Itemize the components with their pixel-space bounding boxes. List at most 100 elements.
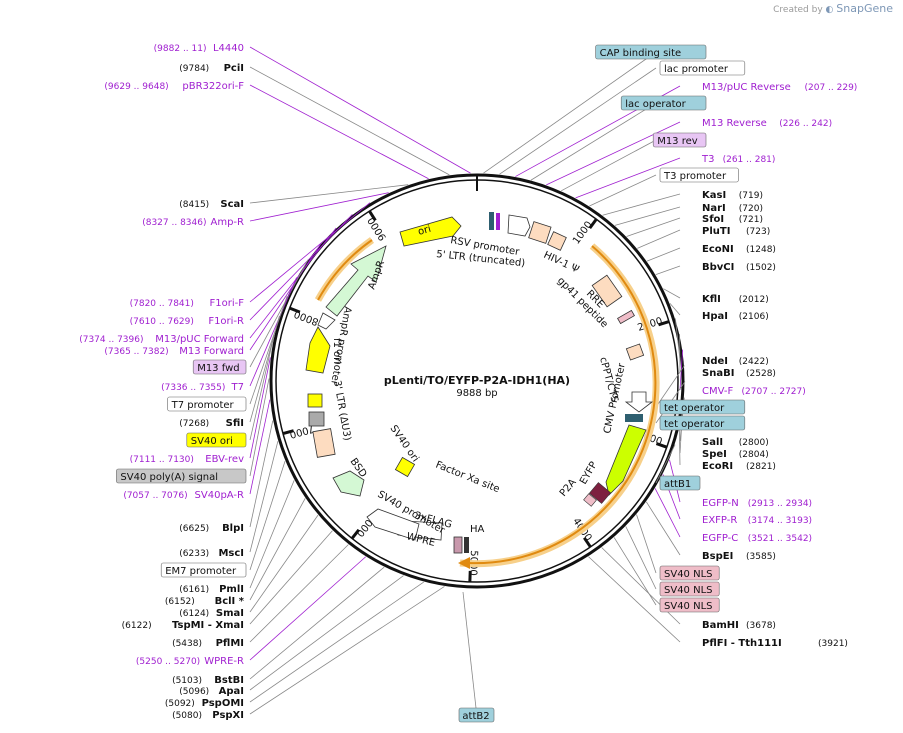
enzyme-name[interactable]: EcoNI [702, 244, 734, 255]
sv40-promoter-feature[interactable] [366, 508, 420, 541]
enzyme-name[interactable]: PflFI - Tth111I [702, 638, 782, 649]
enzyme-name[interactable]: ApaI [219, 686, 244, 697]
enzyme-name[interactable]: BlpI [222, 523, 244, 534]
feature-tag-box[interactable] [659, 167, 739, 183]
3xflag-feature[interactable] [453, 536, 463, 554]
feature-tag-box[interactable] [116, 468, 247, 484]
feature-tag-box[interactable] [659, 597, 720, 613]
enzyme-name[interactable]: NdeI [702, 356, 728, 367]
site-position: (2012) [739, 295, 769, 305]
enzyme-name[interactable]: PciI [224, 63, 244, 74]
enzyme-name[interactable]: PflMI [216, 638, 244, 649]
enzyme-name[interactable]: BbvCI [702, 262, 734, 273]
enzyme-name[interactable]: SmaI [216, 608, 244, 619]
primer-name[interactable]: EBV-rev [205, 454, 244, 465]
3-ltr-feature[interactable] [312, 428, 336, 458]
feature-tag-box[interactable] [659, 581, 720, 597]
5-ltr-feature[interactable] [528, 221, 552, 244]
enzyme-name[interactable]: NarI [702, 203, 726, 214]
enzyme-name[interactable]: HpaI [702, 311, 728, 322]
feature-tag-box[interactable] [186, 432, 247, 448]
feature-tag-box[interactable] [192, 359, 247, 375]
primer-name[interactable]: T7 [231, 382, 244, 393]
p2a-feature[interactable] [588, 482, 612, 504]
enzyme-name[interactable]: BclI * [215, 596, 245, 607]
leader-line [249, 357, 271, 459]
enzyme-name[interactable]: BamHI [702, 620, 739, 631]
feature-tag-box[interactable] [652, 132, 707, 148]
eyfp-feature[interactable] [605, 424, 647, 496]
primer-name[interactable]: T3 [701, 154, 714, 165]
bsd-feature[interactable] [332, 470, 365, 497]
primer-name[interactable]: L4440 [213, 43, 244, 54]
site-position: (7336 .. 7355) [161, 383, 225, 393]
primer-name[interactable]: M13 Forward [179, 346, 244, 357]
rre-feature[interactable] [591, 274, 623, 308]
enzyme-name[interactable]: BstBI [214, 675, 244, 686]
primer-name[interactable]: WPRE-R [204, 656, 244, 667]
feature-tag-box[interactable] [659, 475, 701, 491]
feature-tag-box[interactable] [167, 396, 247, 412]
primer-name[interactable]: pBR322ori-F [182, 81, 244, 92]
f1-ori-label: f1 ori [331, 338, 342, 364]
cap-site-feature [489, 212, 494, 230]
primer-name[interactable]: SV40pA-R [195, 490, 244, 501]
enzyme-name[interactable]: ScaI [220, 199, 244, 210]
feature-tag-box[interactable] [659, 60, 746, 76]
primer-name[interactable]: EGFP-N [702, 498, 739, 509]
sv40-polya-feature[interactable] [308, 411, 325, 427]
primer-name[interactable]: F1ori-F [210, 298, 245, 309]
enzyme-name[interactable]: SfoI [702, 214, 724, 225]
enzyme-name[interactable]: PspXI [212, 710, 244, 721]
feature-tag-box[interactable] [659, 415, 746, 431]
ori-feature[interactable] [399, 216, 462, 247]
enzyme-name[interactable]: SnaBI [702, 368, 734, 379]
primer-name[interactable]: M13/pUC Reverse [702, 82, 791, 93]
enzyme-name[interactable]: SpeI [702, 449, 727, 460]
feature-tag-box[interactable] [659, 399, 746, 415]
enzyme-name[interactable]: BspEI [702, 551, 733, 562]
site-position: (5092) [165, 699, 195, 709]
ha-feature[interactable] [464, 537, 469, 553]
feature-tag-box[interactable] [620, 95, 707, 111]
primer-name[interactable]: F1ori-R [208, 316, 244, 327]
enzyme-name[interactable]: PmlI [219, 584, 244, 595]
tick-mark [289, 306, 301, 314]
primer-name[interactable]: Amp-R [211, 217, 245, 228]
cassette-arrowhead [458, 557, 470, 569]
feature-tag-box[interactable] [160, 562, 247, 578]
feature-tag: tet operator [664, 403, 725, 414]
enzyme-name[interactable]: PluTI [702, 226, 730, 237]
site-position: (3521 .. 3542) [748, 534, 812, 544]
ampr-feature[interactable] [325, 245, 387, 317]
site-position: (6161) [179, 585, 209, 595]
enzyme-name[interactable]: EcoRI [702, 461, 733, 472]
site-position: (7610 .. 7629) [130, 317, 194, 327]
hiv-psi-feature[interactable] [547, 231, 567, 251]
primer-name[interactable]: M13 Reverse [702, 118, 767, 129]
enzyme-name[interactable]: SalI [702, 437, 723, 448]
attb2-box[interactable] [458, 707, 495, 723]
enzyme-name[interactable]: TspMI - XmaI [172, 620, 244, 631]
primer-name[interactable]: CMV-F [702, 386, 733, 397]
f1-ori-feature[interactable] [305, 326, 331, 374]
ampr-promoter-feature[interactable] [317, 312, 336, 330]
enzyme-name[interactable]: PspOMI [202, 698, 244, 709]
primer-name[interactable]: EXFP-R [702, 515, 737, 526]
enzyme-name[interactable]: KflI [702, 294, 721, 305]
leader-line [249, 378, 270, 477]
enzyme-name[interactable]: KasI [702, 190, 726, 201]
feature-tag-box[interactable] [595, 44, 707, 60]
cmv-promoter-feature[interactable] [624, 391, 654, 413]
gp41-feature[interactable] [617, 309, 635, 325]
primer-name[interactable]: M13/pUC Forward [155, 334, 244, 345]
enzyme-name[interactable]: MscI [218, 548, 244, 559]
sv40-ori-feature[interactable] [394, 456, 416, 478]
snapgene-logo-icon: ◐ [825, 5, 834, 15]
site-position: (8327 .. 8346) [142, 218, 206, 228]
primer-name[interactable]: EGFP-C [702, 533, 738, 544]
feature-tag-box[interactable] [659, 565, 720, 581]
rsv-promoter-feature[interactable] [507, 214, 531, 237]
cppt-feature[interactable] [625, 343, 645, 361]
enzyme-name[interactable]: SfiI [226, 418, 244, 429]
